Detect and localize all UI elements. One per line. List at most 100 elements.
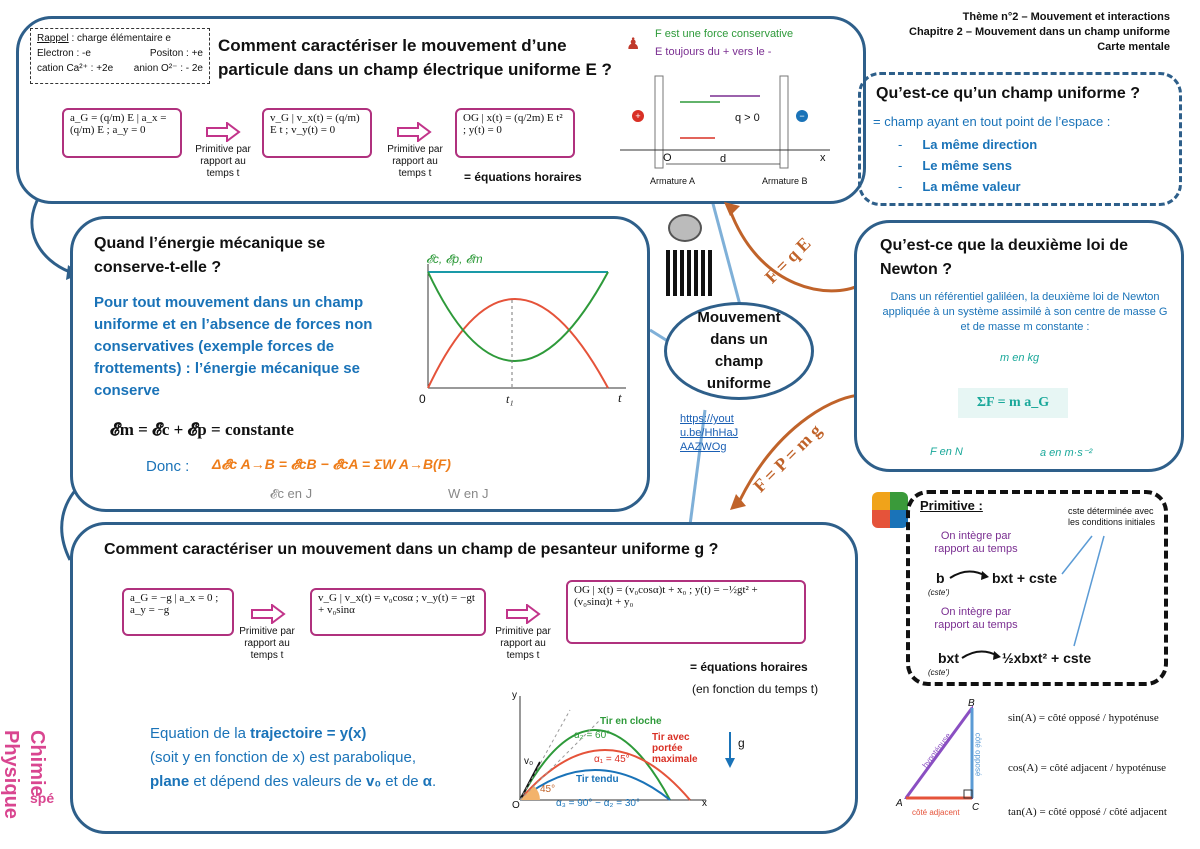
alpha45-label: 45° [540,784,556,795]
arrowhead-icon [730,494,746,510]
hollow-arrow-icon [206,122,241,142]
uniform-item: -La même direction [898,137,1038,152]
uniform-list: -La même direction -Le même sens -La mêm… [898,134,1037,197]
electric-formula-acceleration: a_G = (q/m) E | a_x = (q/m) E ; a_y = 0 [62,108,182,158]
header-line3: Carte mentale [1097,41,1170,53]
traj-part: et dépend des valeurs de [189,773,366,790]
horaires-subtitle: (en fonction du temps t) [692,682,819,696]
newton-box [854,220,1184,472]
cos-formula: cos(A) = côté adjacent / hypoténuse [1008,762,1167,774]
prim-result1: bxt + cste [992,570,1057,586]
right-triangle-diagram [904,704,974,800]
gravity-formula-acceleration: a_G = −g | a_x = 0 ; a_y = −g [122,588,234,636]
positon-charge: Positon : +e [149,48,203,59]
teacher-icon: ♟ [626,36,641,53]
mechanical-energy-formula: 𝓔m = 𝓔c + 𝓔p = constante [110,420,294,439]
traj-part: v₀ [365,773,382,790]
trajectory-text: Equation de la trajectoire = y(x) (soit … [150,722,490,794]
logo-line: Chimie [26,730,48,797]
header-line2: Chapitre 2 – Mouvement dans un champ uni… [909,26,1170,38]
armature-b-label: Armature B [762,176,808,186]
uniform-item: -La même valeur [898,179,1021,194]
g-arrow-icon [725,732,735,768]
traj-part: (soit y en fonction de x) est paraboliqu… [150,749,416,766]
axis-x-label: x [820,152,826,164]
distance-label: d [720,153,727,165]
energy-box [70,216,650,512]
prim-cste1: (cste') [928,588,950,597]
primitive-caption: Primitive par rapport au temps t [495,626,551,661]
mass-unit: m en kg [1000,352,1040,364]
charge-label: q > 0 [735,112,760,124]
ec-unit: 𝓔c en J [270,486,313,501]
traj-part: α [422,773,433,790]
tir-cloche-label: Tir en cloche [600,716,662,727]
anion-charge: anion O²⁻ : - 2e [133,63,203,74]
alpha2-label: α₂ = 60° [574,730,611,741]
primitive-caption: Primitive par rapport au temps t [387,144,443,179]
uniform-item-label: La même valeur [922,179,1021,194]
prim-b: b [936,570,945,586]
integre-label: On intègre par rapport au temps [934,606,1018,631]
adj-label: côté adjacent [912,808,960,817]
header-line1: Thème n°2 – Mouvement et interactions [962,11,1170,23]
uniform-item: -Le même sens [898,158,1012,173]
center-node: Mouvement dans un champ uniforme [664,302,814,400]
header: Thème n°2 – Mouvement et interactions Ch… [840,10,1170,55]
uniform-field-box [858,72,1182,206]
integre-label: On intègre par rapport au temps [934,530,1018,555]
link-line: https://yout [680,413,734,425]
uniform-title: Qu’est-ce qu’un champ uniforme ? [876,85,1141,102]
arrow-icon [949,570,989,580]
newton-formula: ΣF = m a_G [958,388,1068,418]
traj-part: Equation de la [150,725,251,742]
triangle-a: A [896,798,903,809]
primitive-caption: Primitive par rapport au temps t [239,626,295,661]
headphones-icon [668,214,702,242]
kinetic-energy-theorem: Δ𝓔c A→B = 𝓔cB − 𝓔cA = ΣW A→B(F) [212,456,451,472]
horaires-label: = équations horaires [464,170,582,184]
physique-chimie-logo: Physique Chimie spé [0,660,64,820]
traj-y-label: y [512,690,517,701]
cation-charge: cation Ca²⁺ : +2e [37,63,114,74]
electric-title: Comment caractériser le mouvement d’une … [218,36,612,79]
traj-part: trajectoire = y(x) [250,725,367,742]
primitive-caption: Primitive par rapport au temps t [195,144,251,179]
w-unit: W en J [448,486,489,501]
svg-text:−: − [799,111,804,121]
traj-origin-label: O [512,800,520,811]
rappel-text: : charge élémentaire e [68,33,171,44]
hollow-arrow-icon [251,604,286,624]
graph-t1: t₁ [506,392,514,406]
traj-part: et de [381,773,423,790]
graph-t: t [618,390,622,405]
rappel-label: Rappel [37,33,69,44]
link-line: u.be/HhHaJ [680,427,739,439]
hollow-arrow-icon [506,604,541,624]
traj-part: plane [150,773,190,790]
gravity-formula-velocity: v_G | v_x(t) = v₀cosα ; v_y(t) = −gt + v… [310,588,486,636]
logo-line: spé [30,790,55,806]
armature-a-label: Armature A [650,176,696,186]
traj-x-label: x [702,798,707,809]
uniform-item-label: Le même sens [922,158,1012,173]
svg-text:+: + [635,111,640,121]
newton-title: Qu’est-ce que la deuxième loi de Newton … [880,237,1129,278]
qr-code-icon[interactable] [666,250,712,296]
g-vector-label: g [738,736,745,750]
triangle-c: C [972,802,980,813]
electron-charge: Electron : -e [37,48,91,59]
opp-label: côté opposé [973,732,983,777]
trajectory-diagram [519,696,706,801]
sin-formula: sin(A) = côté opposé / hypoténuse [1008,712,1159,724]
uniform-item-label: La même direction [922,137,1038,152]
tir-portee-label: Tir avec portée maximale [652,732,698,765]
energy-title: Quand l’énergie mécanique se conserve-t-… [94,235,326,276]
acceleration-unit: a en m·s⁻² [1040,447,1093,459]
gravity-box [70,522,858,834]
video-link[interactable]: https://yout u.be/HhHaJ AAZWOg [680,412,738,454]
energy-graph [427,264,626,389]
energy-text: Pour tout mouvement dans un champ unifor… [94,294,373,399]
link-line: AAZWOg [680,441,727,453]
cste-note: cste déterminée avec les conditions init… [1068,506,1156,527]
